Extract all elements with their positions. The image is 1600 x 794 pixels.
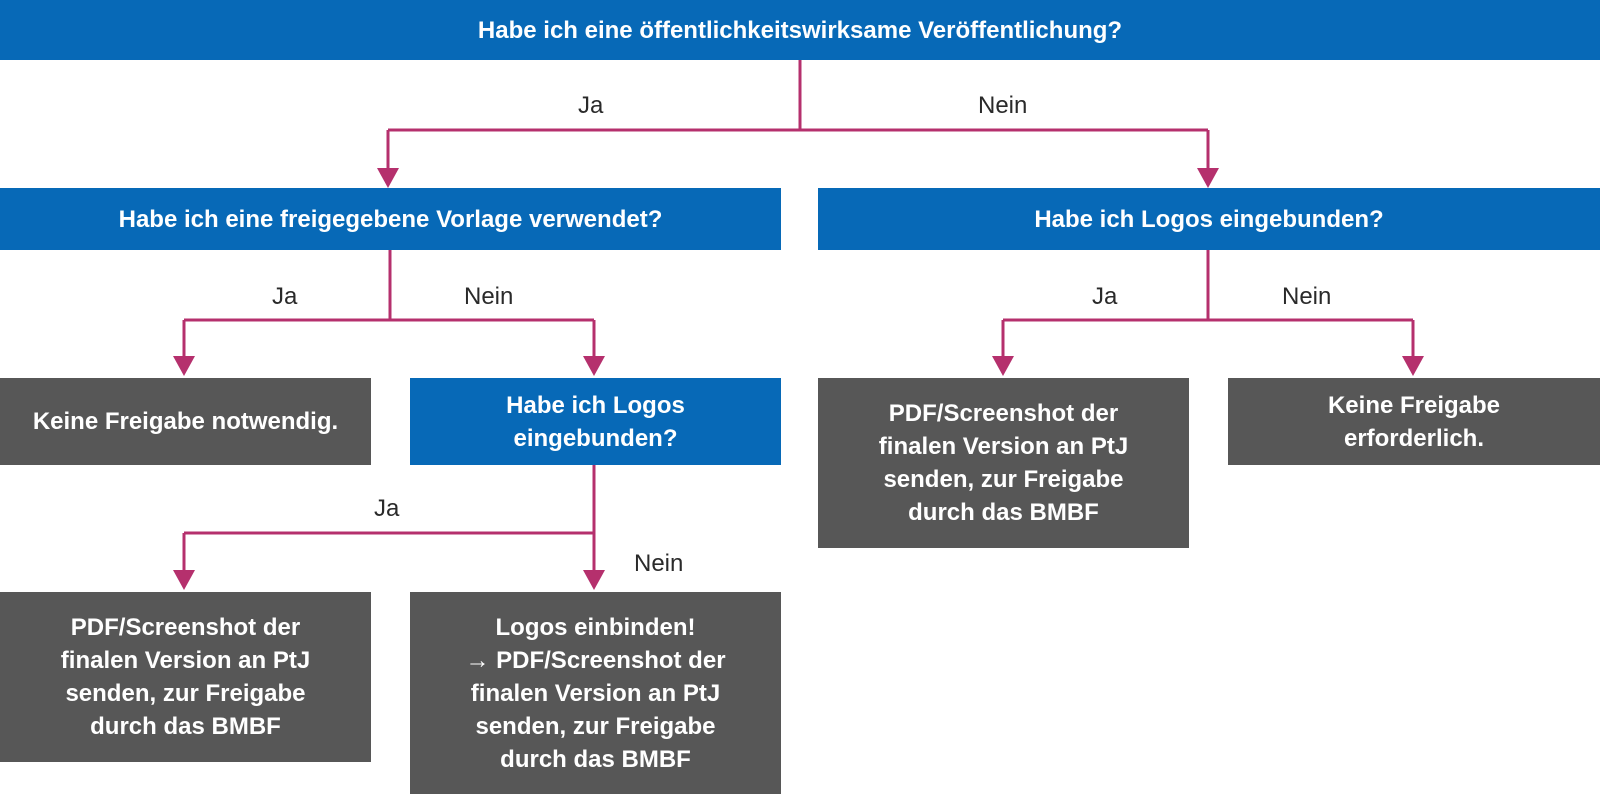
arrowhead — [1402, 356, 1424, 376]
result-send-pdf-left-text: PDF/Screenshot der finalen Version an Pt… — [60, 614, 311, 740]
edge-label-logos-right-no: Nein — [1282, 283, 1332, 310]
arrowhead — [583, 570, 605, 590]
question-logos-right-text: Habe ich Logos eingebunden? — [1034, 205, 1384, 233]
question-logos-right: Habe ich Logos eingebunden? — [818, 188, 1600, 250]
connector-logos-left — [182, 465, 596, 572]
question-logos-left: Habe ich Logos eingebunden? — [410, 378, 781, 465]
edge-label-logos-left-no: Nein — [634, 550, 684, 577]
result-no-release-required: Keine Freigabe erforderlich. — [1228, 378, 1600, 465]
edge-label-logos-right-yes: Ja — [1092, 283, 1118, 310]
edge-label-root-no: Nein — [978, 92, 1028, 119]
arrowhead — [583, 356, 605, 376]
connector-root — [386, 60, 1210, 170]
result-embed-logos-text: Logos einbinden! → PDF/Screenshot der fi… — [465, 613, 726, 773]
question-public-publication-text: Habe ich eine öffentlichkeitswirksame Ve… — [477, 16, 1123, 44]
result-send-pdf-left: PDF/Screenshot der finalen Version an Pt… — [0, 592, 371, 762]
result-send-pdf-right: PDF/Screenshot der finalen Version an Pt… — [818, 378, 1189, 548]
result-embed-logos: Logos einbinden! → PDF/Screenshot der fi… — [410, 592, 781, 794]
result-no-release-required-text: Keine Freigabe erforderlich. — [1327, 391, 1501, 452]
connector-template — [182, 250, 596, 358]
result-no-release-needed-text: Keine Freigabe notwendig. — [32, 408, 339, 435]
arrowhead — [1197, 168, 1219, 188]
question-public-publication: Habe ich eine öffentlichkeitswirksame Ve… — [0, 0, 1600, 60]
arrowhead — [377, 168, 399, 188]
question-approved-template-text: Habe ich eine freigegebene Vorlage verwe… — [118, 205, 663, 233]
arrowhead — [173, 570, 195, 590]
result-no-release-needed: Keine Freigabe notwendig. — [0, 378, 371, 465]
edge-label-root-yes: Ja — [578, 92, 604, 119]
arrowhead — [992, 356, 1014, 376]
edge-label-template-yes: Ja — [272, 283, 298, 310]
edge-label-logos-left-yes: Ja — [374, 495, 400, 522]
edge-label-template-no: Nein — [464, 283, 514, 310]
arrowhead — [173, 356, 195, 376]
question-logos-left-text: Habe ich Logos eingebunden? — [506, 391, 685, 452]
question-approved-template: Habe ich eine freigegebene Vorlage verwe… — [0, 188, 781, 250]
result-send-pdf-right-text: PDF/Screenshot der finalen Version an Pt… — [878, 400, 1129, 526]
connector-logos-right — [1001, 250, 1415, 358]
